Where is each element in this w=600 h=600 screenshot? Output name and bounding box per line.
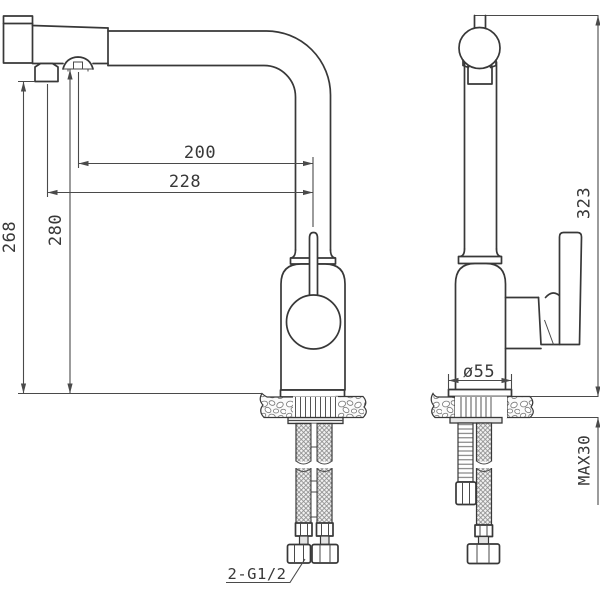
dim-200: 200 <box>77 72 314 227</box>
hose-break-line <box>476 460 492 472</box>
supply-hose-left <box>295 422 312 526</box>
dim-200-text: 200 <box>184 143 216 163</box>
hose-neck-side <box>477 535 490 545</box>
counter-surface-ref-right <box>530 395 599 419</box>
aerator-outlet <box>34 62 59 83</box>
faucet-body-side <box>454 262 507 391</box>
hose-neck-left <box>298 535 309 546</box>
riser-column <box>459 61 502 258</box>
supply-hoses-front <box>294 422 334 526</box>
front-view: 2-G1/2 268 280 200 228 <box>0 15 367 584</box>
spout-joint-ball <box>458 26 501 70</box>
locknut-washer-front <box>287 416 344 425</box>
dim-55-text: ø55 <box>463 362 495 382</box>
stud-nut <box>455 481 477 506</box>
hub-dome <box>544 292 562 299</box>
handle-lever-side <box>558 231 583 346</box>
hose-nut-side <box>466 543 501 565</box>
spout-tube <box>107 30 336 259</box>
spout-stub <box>473 14 487 30</box>
handle-mount-lines <box>504 296 542 350</box>
spout-head <box>2 15 34 64</box>
handle-ball <box>285 294 342 350</box>
thread-size-text: 2-G1/2 <box>228 565 287 583</box>
dim-268: 268 <box>0 80 35 394</box>
outlet-nozzle <box>73 61 83 70</box>
base-flange-front <box>279 389 346 398</box>
dim-max30-text: MAX30 <box>575 435 594 486</box>
center-stud-front <box>311 446 317 518</box>
hose-fittings-front <box>286 522 339 564</box>
mounting-stud <box>455 422 477 506</box>
handle-hub <box>537 292 562 346</box>
hose-break-lines <box>294 460 334 472</box>
base-flange-side <box>447 388 513 398</box>
dim-280-text: 280 <box>46 214 66 246</box>
mounting-shank-front <box>293 396 338 418</box>
locknut-washer-side <box>449 416 503 424</box>
hose-nut-left <box>286 543 312 564</box>
supply-hose-right <box>316 422 333 526</box>
hose-neck-right <box>319 535 330 546</box>
countertop-section-side <box>430 392 599 419</box>
thread-size-label: 2-G1/2 <box>226 558 306 584</box>
leader-line <box>226 558 306 584</box>
countertop-section-front <box>259 392 367 419</box>
handle-lever-front <box>308 231 319 296</box>
mounting-shank-side <box>455 396 507 418</box>
side-view: 323 MAX30 ø55 <box>430 14 600 565</box>
dim-diameter-55: ø55 <box>447 362 513 390</box>
dim-max30: MAX30 <box>575 417 600 505</box>
supply-hose-side <box>466 422 501 565</box>
joint-clips <box>462 59 497 69</box>
hose-nut-right <box>311 543 339 564</box>
dim-323-text: 323 <box>575 187 595 219</box>
filter-outlet-dome <box>62 56 94 72</box>
dim-228: 228 <box>46 84 313 197</box>
dim-228-text: 228 <box>169 172 201 192</box>
dim-323: 323 <box>575 15 600 397</box>
neck-collar-side <box>457 255 503 265</box>
dim-268-text: 268 <box>0 221 20 253</box>
dim-280: 280 <box>46 69 73 394</box>
